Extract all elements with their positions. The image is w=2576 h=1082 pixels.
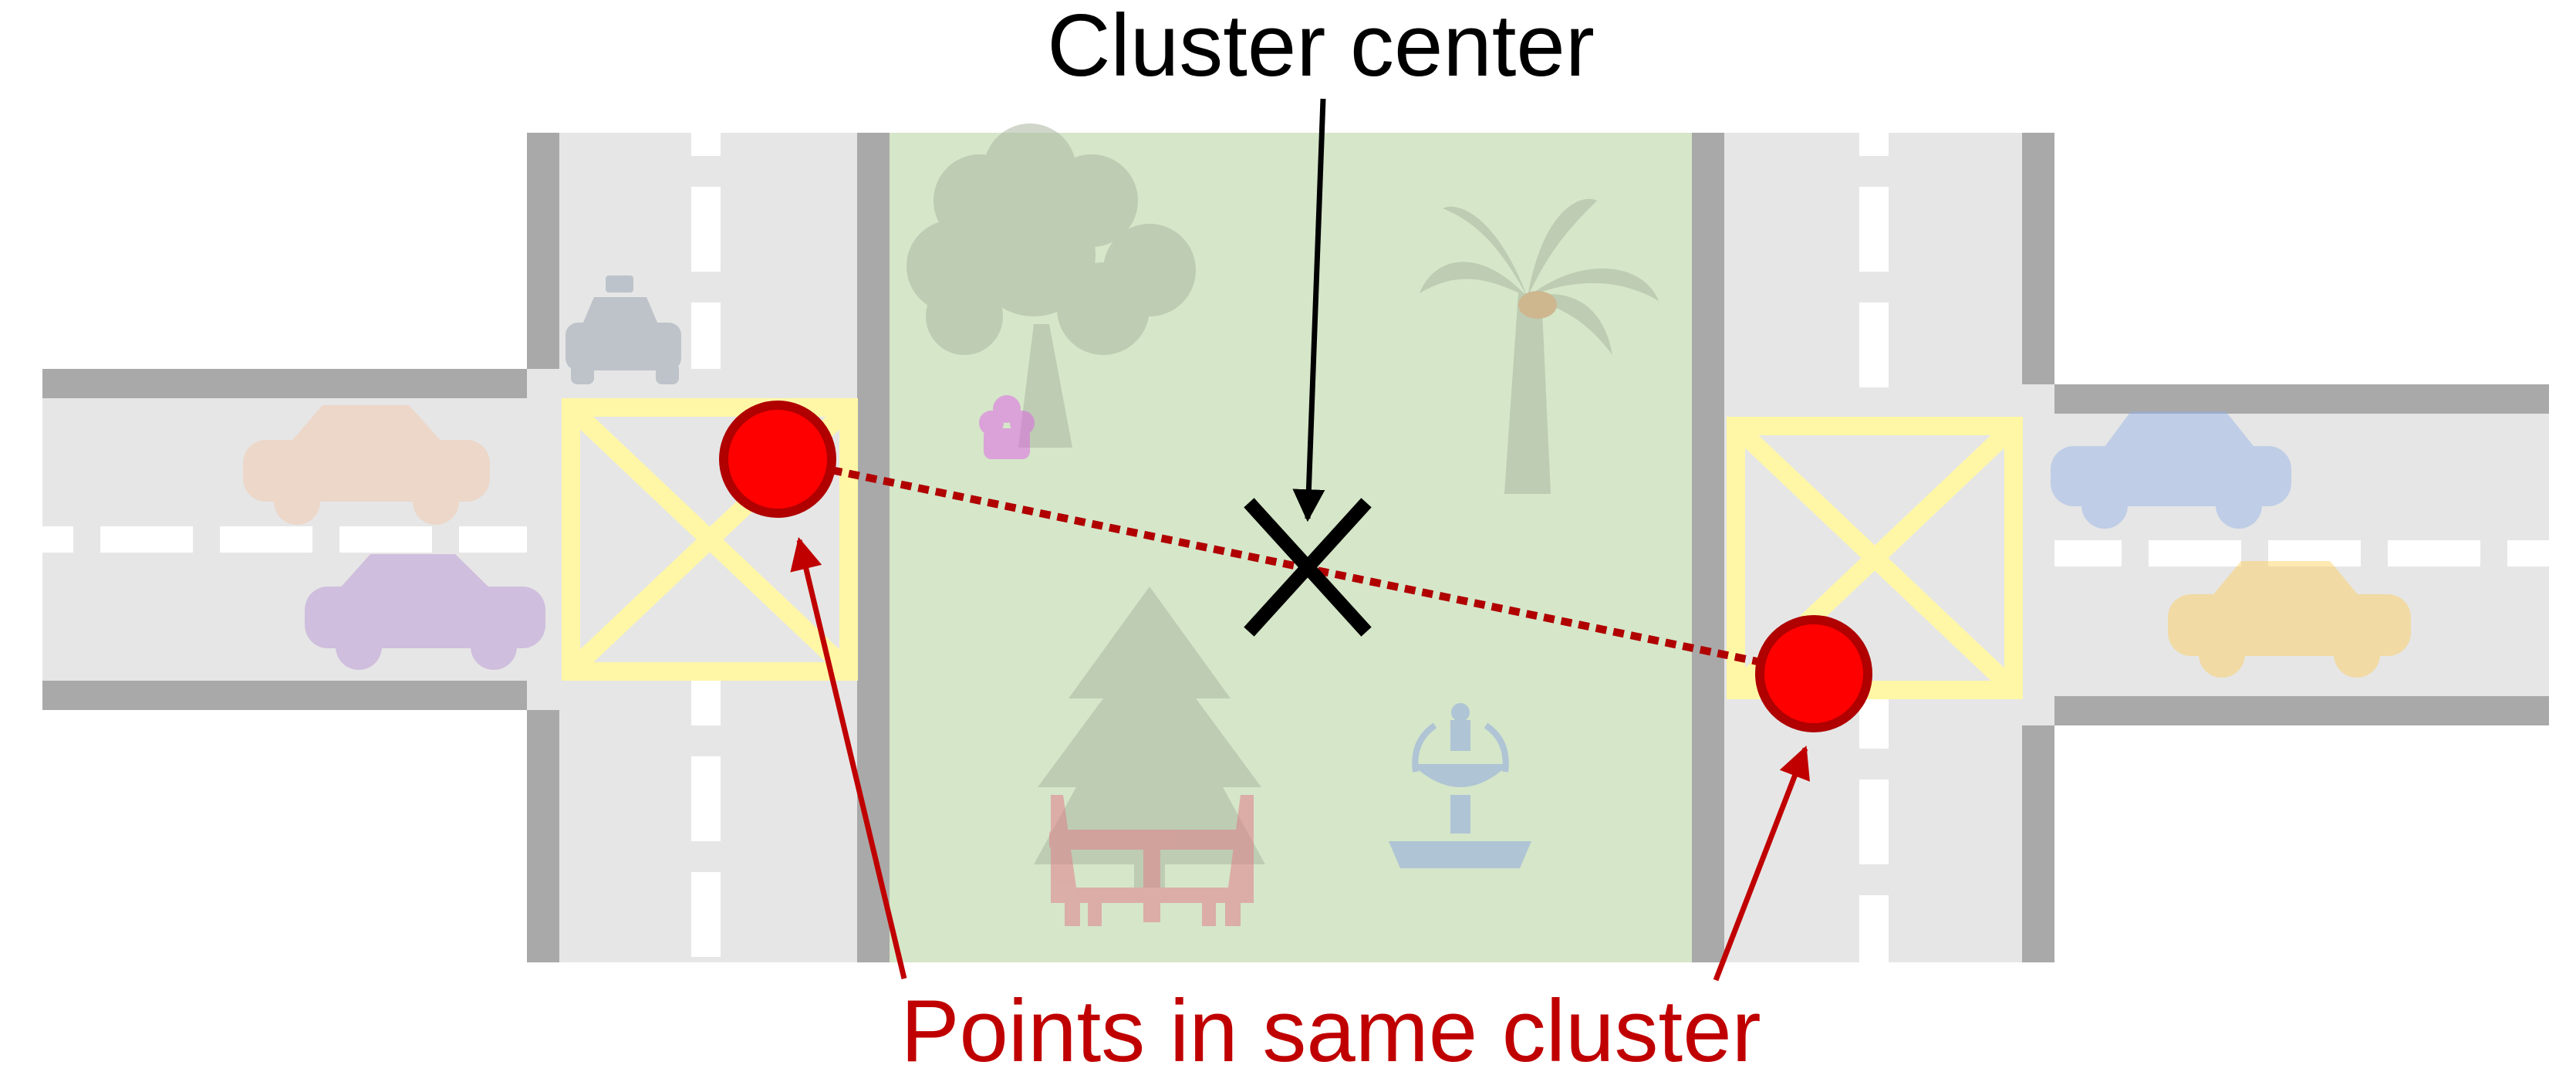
taxi-icon xyxy=(566,276,681,384)
cluster-link xyxy=(778,455,1815,677)
car-icon xyxy=(2168,561,2411,678)
car-icon xyxy=(305,554,545,670)
cluster-center-label: Cluster center xyxy=(1047,0,1595,95)
points-label: Points in same cluster xyxy=(900,982,1761,1080)
picnic-table-icon xyxy=(1049,795,1254,926)
center-arrow xyxy=(1292,98,1326,522)
fountain-icon xyxy=(1389,703,1531,868)
left-road xyxy=(42,369,563,710)
palm-tree-icon xyxy=(1420,198,1659,494)
right-point-arrow xyxy=(1713,746,1810,982)
flower-icon xyxy=(979,395,1035,459)
car-icon xyxy=(243,405,490,525)
car-icon xyxy=(2051,411,2291,529)
tree-icon xyxy=(906,123,1196,448)
right-road xyxy=(2021,384,2549,725)
cluster-point-left xyxy=(719,401,836,518)
left-point-arrow xyxy=(790,536,907,979)
cluster-center-marker xyxy=(1244,498,1372,637)
cluster-point-right xyxy=(1755,615,1872,732)
